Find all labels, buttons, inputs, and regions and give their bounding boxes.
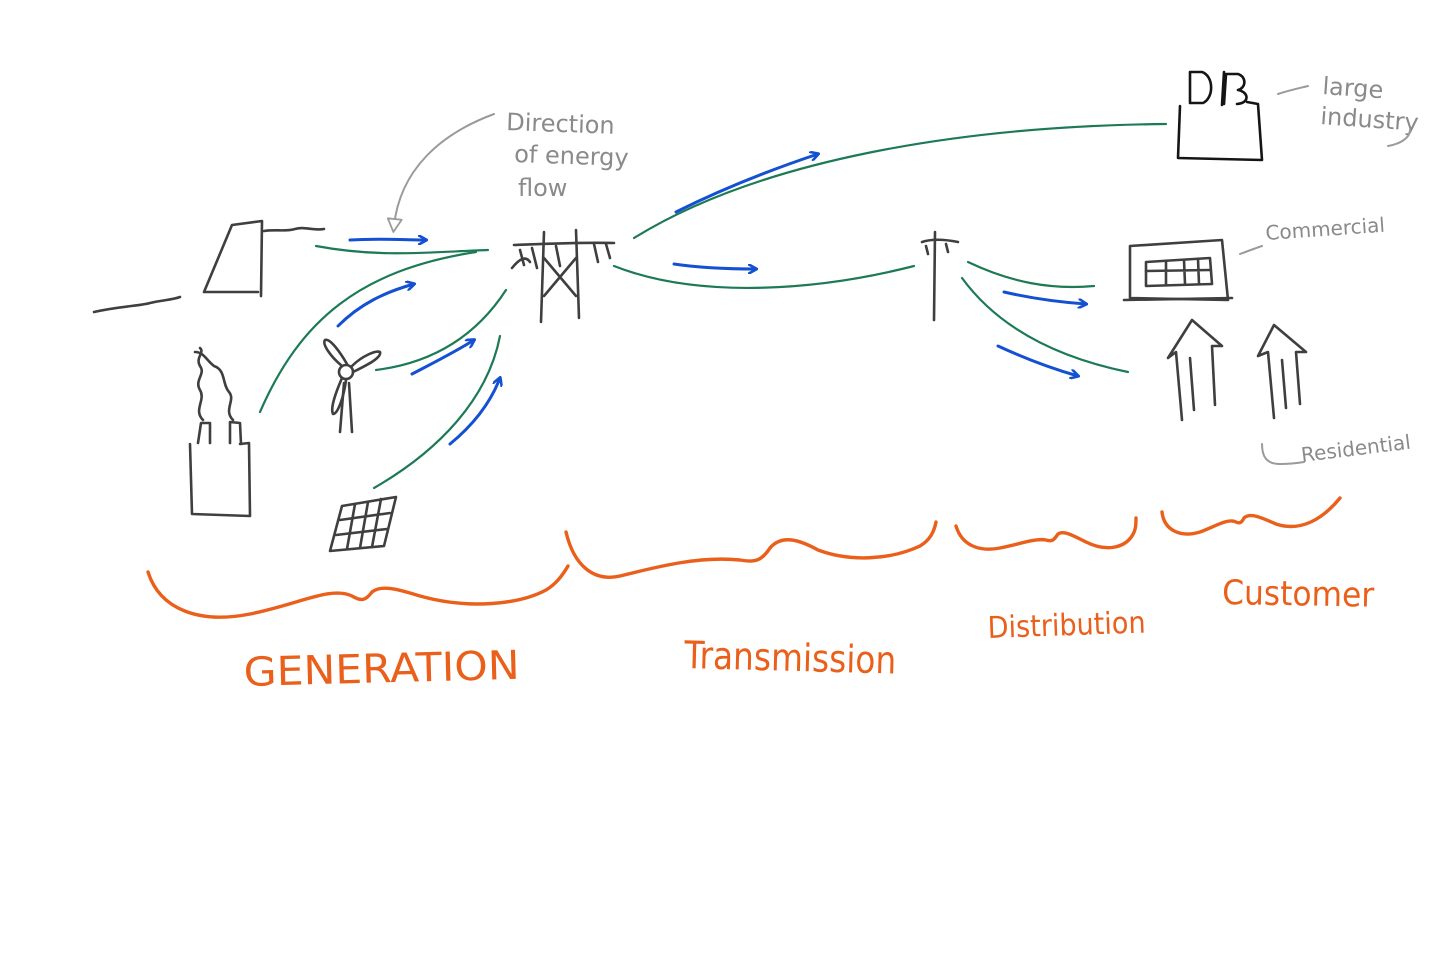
- transmission-tower-icon: [510, 228, 616, 324]
- flow-arrow: [336, 284, 414, 328]
- stage-labels: GENERATION Transmission Distribution Cus…: [243, 573, 1374, 696]
- industrial-plant-icon: [1176, 70, 1264, 162]
- stage-label-customer: Customer: [1222, 573, 1375, 616]
- utility-pole-icon: [920, 230, 960, 322]
- stage-label-transmission: Transmission: [683, 633, 897, 683]
- flow-arrow: [672, 262, 756, 269]
- flow-arrow: [996, 344, 1078, 376]
- flow-arrow: [348, 239, 426, 240]
- residential-label-group: Residential: [1261, 430, 1412, 467]
- house-icon: [1256, 323, 1308, 420]
- large-industry-label-line-2: industry: [1320, 102, 1420, 137]
- flow-arrow: [674, 154, 818, 214]
- power-line-factory: [258, 250, 478, 414]
- flow-arrow: [410, 340, 474, 376]
- power-line-industry: [632, 122, 1168, 240]
- house-icon: [1166, 318, 1224, 422]
- stage-braces: [146, 496, 1342, 619]
- power-line-dam: [314, 244, 490, 255]
- commercial-label: Commercial: [1265, 213, 1386, 245]
- direction-annotation: Direction of energy flow: [386, 108, 629, 233]
- factory-smokestack-icon: [188, 346, 252, 518]
- brace-transmission: [564, 520, 938, 579]
- residential-label: Residential: [1300, 430, 1412, 467]
- commercial-building-icon: [1122, 238, 1234, 302]
- stage-label-generation: GENERATION: [243, 643, 520, 696]
- annotation-line-3: flow: [518, 174, 567, 202]
- power-line-residential: [960, 276, 1130, 374]
- flow-arrows: [336, 154, 1086, 446]
- large-industry-label-line-1: large: [1322, 72, 1385, 104]
- large-industry-label-group: large industry: [1277, 72, 1420, 147]
- power-line-solar: [372, 334, 502, 490]
- solar-panel-icon: [328, 495, 398, 553]
- annotation-line-2: of energy: [514, 140, 629, 172]
- flow-arrow: [448, 378, 500, 446]
- power-lines: [258, 122, 1168, 490]
- power-line-transmission: [612, 264, 916, 289]
- power-line-commercial: [966, 260, 1096, 289]
- dam-icon: [92, 219, 326, 314]
- brace-customer: [1160, 496, 1342, 536]
- power-line-wind: [374, 288, 508, 372]
- wind-turbine-icon: [323, 338, 382, 434]
- flow-arrow: [1002, 290, 1086, 304]
- brace-generation: [146, 564, 570, 619]
- brace-distribution: [954, 516, 1138, 551]
- annotation-line-1: Direction: [506, 108, 615, 140]
- commercial-label-group: Commercial: [1239, 213, 1386, 255]
- stage-label-distribution: Distribution: [987, 606, 1146, 646]
